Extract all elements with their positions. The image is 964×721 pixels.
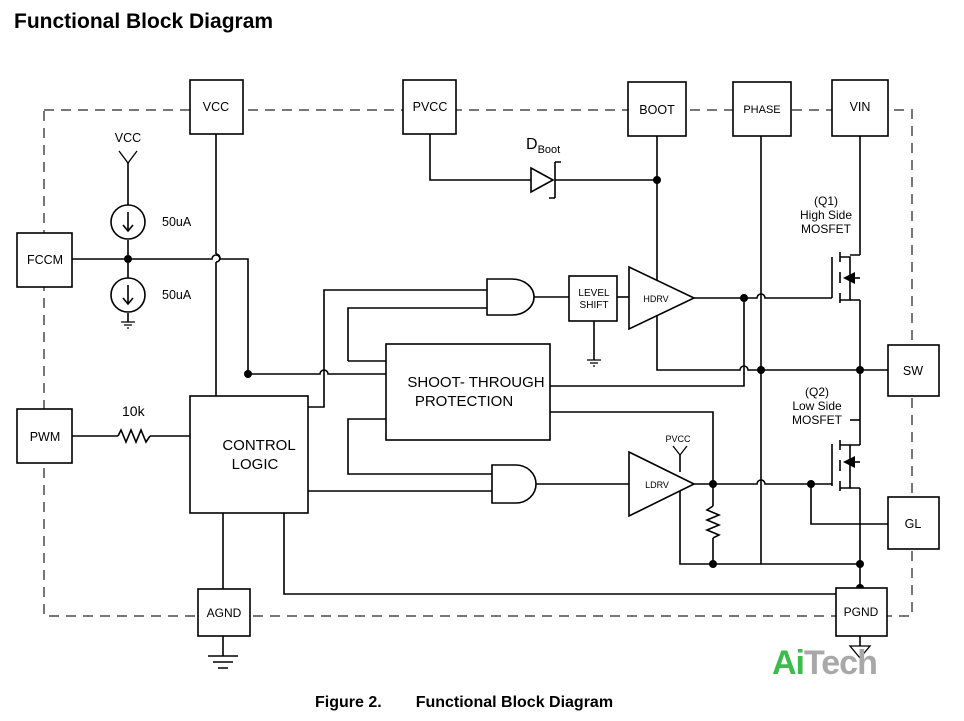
pulldown-resistor-icon <box>704 505 722 539</box>
control-logic-block: CONTROL LOGIC <box>189 395 309 514</box>
pin-boot-label: BOOT <box>639 103 675 117</box>
pin-phase: PHASE <box>732 81 792 137</box>
q1-mosfet-icon <box>831 252 860 303</box>
pin-gl: GL <box>887 496 940 550</box>
current-source-bottom <box>110 277 146 313</box>
shoot-through-label-2: PROTECTION <box>415 393 513 410</box>
dboot-label: DBoot <box>526 136 560 156</box>
pin-pvcc-label: PVCC <box>413 100 448 114</box>
pin-pwm-label: PWM <box>30 430 61 444</box>
current-source-top <box>110 204 146 240</box>
pvcc-supply-label: PVCC <box>665 434 691 444</box>
pin-sw: SW <box>887 344 940 397</box>
q2-label-3: MOSFET <box>792 413 843 427</box>
pin-phase-label: PHASE <box>743 104 780 116</box>
ldrv-label: LDRV <box>645 480 669 490</box>
and-gate-high <box>486 278 535 316</box>
level-shift-label-1: LEVEL <box>578 288 610 299</box>
q1-label-1: (Q1) <box>814 194 838 208</box>
pin-pwm: PWM <box>16 408 73 464</box>
resistor-10k-icon <box>117 427 151 445</box>
and-gate-low <box>491 464 537 504</box>
ground-icon-pgnd <box>848 645 872 660</box>
level-shift-block: LEVEL SHIFT <box>568 275 618 322</box>
pin-sw-label: SW <box>903 364 923 378</box>
level-shift-label-2: SHIFT <box>580 300 609 311</box>
page-title: Functional Block Diagram <box>14 10 274 33</box>
resistor-10k-label: 10k <box>122 403 146 419</box>
current-source-top-label: 50uA <box>162 215 192 229</box>
wiring <box>72 134 888 656</box>
shoot-through-block: SHOOT- THROUGH PROTECTION <box>385 343 551 441</box>
q2-mosfet-icon <box>831 440 860 491</box>
q1-label-3: MOSFET <box>801 222 852 236</box>
ldrv-driver: LDRV <box>628 450 696 518</box>
hdrv-driver: HDRV <box>628 265 696 331</box>
vcc-supply-label: VCC <box>115 131 141 145</box>
pin-vin-label: VIN <box>850 100 871 114</box>
pin-vin: VIN <box>831 79 889 137</box>
figure-number: Figure 2. <box>315 694 382 711</box>
ground-icon-small <box>121 321 135 329</box>
ground-icon-level-shift <box>587 359 601 367</box>
pin-fccm-label: FCCM <box>27 253 63 267</box>
q2-label-2: Low Side <box>792 399 842 413</box>
pin-vcc-label: VCC <box>203 100 229 114</box>
pin-vcc: VCC <box>189 79 244 135</box>
pin-agnd-label: AGND <box>207 606 242 620</box>
boot-diode-icon <box>530 161 561 199</box>
pin-fccm: FCCM <box>16 232 73 288</box>
control-logic-label-1: CONTROL <box>222 437 295 454</box>
hdrv-label: HDRV <box>643 294 668 304</box>
figure-caption-text: Functional Block Diagram <box>415 694 614 711</box>
pin-boot: BOOT <box>627 81 687 137</box>
shoot-through-label-1: SHOOT- THROUGH <box>407 374 544 391</box>
q1-label-2: High Side <box>800 208 852 222</box>
aitech-watermark-logo: AiTech <box>772 644 878 682</box>
pin-pgnd: PGND <box>835 587 888 637</box>
junction-dots <box>124 176 864 592</box>
pin-pgnd-label: PGND <box>844 605 879 619</box>
ground-icon-agnd <box>208 655 238 669</box>
q2-label-1: (Q2) <box>805 385 829 399</box>
control-logic-label-2: LOGIC <box>232 456 279 473</box>
figure-caption: Figure 2. Functional Block Diagram <box>315 694 613 712</box>
current-source-bottom-label: 50uA <box>162 288 192 302</box>
pvcc-supply-icon <box>672 445 688 457</box>
pin-agnd: AGND <box>197 588 251 637</box>
vcc-supply-icon <box>118 150 138 165</box>
pin-pvcc: PVCC <box>402 79 457 135</box>
pin-gl-label: GL <box>905 517 922 531</box>
chip-boundary <box>43 109 913 617</box>
